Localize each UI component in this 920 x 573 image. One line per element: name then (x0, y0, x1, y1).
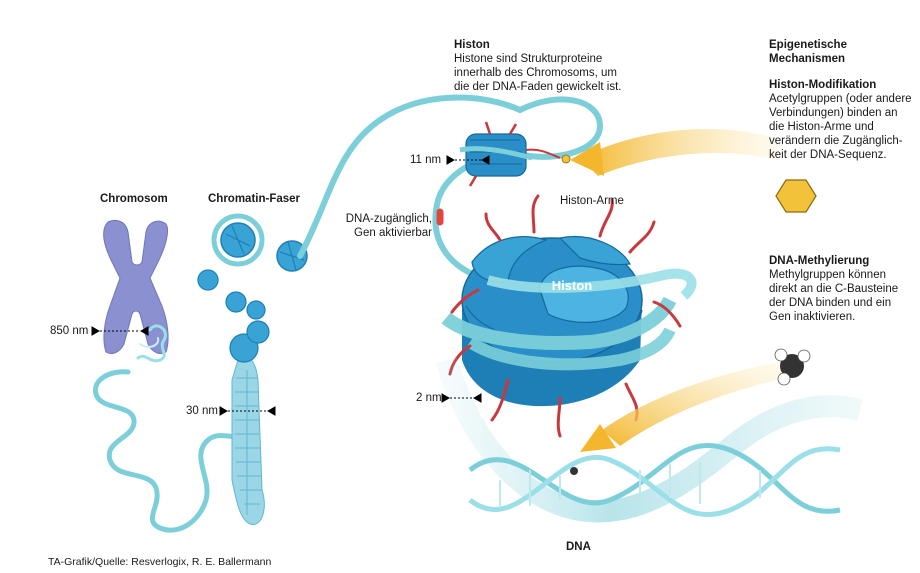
dna-accessible-line-1: DNA-zugänglich, (345, 213, 432, 225)
nm-11-label: 11 nm (410, 154, 442, 166)
dna-methylierung-line: direkt an die C-Bausteine (769, 283, 899, 295)
histon-info-title: Histon (454, 39, 490, 51)
histon-modifikation-line: verändern die Zugänglich- (769, 135, 903, 147)
measure-2 (441, 393, 482, 403)
dna-methylierung-title: DNA-Methylierung (769, 255, 870, 267)
nm-30-label: 30 nm (186, 405, 218, 417)
histon-center-label: Histon (552, 278, 593, 293)
epigenetic-title-line-1: Epigenetische (769, 39, 847, 51)
nm-850-label: 850 nm (50, 325, 89, 337)
histon-modifikation-title: Histon-Modifikation (769, 79, 877, 91)
epigenetic-info-block: Epigenetische Mechanismen Histon-Modifik… (769, 38, 912, 162)
histon-modifikation-line: die Histon-Arme und (769, 121, 874, 133)
histon-modifikation-line: Verbindungen) binden an (769, 107, 898, 119)
chromatin-faser-label: Chromatin-Faser (208, 193, 301, 205)
histon-info-line: die der DNA-Faden gewickelt ist. (454, 81, 622, 93)
large-nucleosome: Histon (441, 194, 697, 438)
methyl-molecule-icon (774, 348, 811, 386)
histon-modifikation-line: keit der DNA-Sequenz. (769, 149, 887, 161)
epigenetic-title-line-2: Mechanismen (769, 53, 846, 65)
histon-modifikation-line: Acetylgruppen (oder andere (769, 93, 912, 105)
measure-850 (91, 326, 149, 336)
source-credit: TA-Grafik/Quelle: Resverlogix, R. E. Bal… (48, 556, 272, 568)
measure-11 (446, 155, 490, 165)
chromatin-loose-fibre (93, 324, 255, 533)
dna-label: DNA (566, 541, 591, 553)
dna-methylierung-block: DNA-Methylierung Methylgruppen können di… (769, 254, 898, 324)
dna-accessible-line-2: Gen aktivierbar (354, 227, 432, 239)
measure-30 (219, 406, 276, 416)
histon-info-line: innerhalb des Chromosoms, um (454, 67, 617, 79)
nm-2-label: 2 nm (416, 392, 442, 404)
dna-methylierung-line: Methylgruppen können (769, 269, 886, 281)
histon-info-block: Histon Histone sind Strukturproteine inn… (454, 38, 621, 94)
chromosome-shape (103, 219, 169, 355)
small-nucleosome (459, 121, 571, 187)
methyl-arrow (580, 360, 794, 452)
acetyl-arrow (570, 128, 780, 176)
acetyl-hexagon-icon (775, 179, 817, 213)
dna-helix (435, 356, 863, 523)
dna-methylierung-line: Gen inaktivieren. (769, 311, 856, 323)
histon-arme-label: Histon-Arme (560, 195, 624, 207)
dna-accessible-label: DNA-zugänglich, Gen aktivierbar (344, 212, 432, 240)
chromatin-fibre-column (197, 213, 308, 525)
chromosom-label: Chromosom (100, 193, 168, 205)
histon-info-line: Histone sind Strukturproteine (454, 53, 603, 65)
dna-methylierung-line: der DNA binden und ein (769, 297, 892, 309)
